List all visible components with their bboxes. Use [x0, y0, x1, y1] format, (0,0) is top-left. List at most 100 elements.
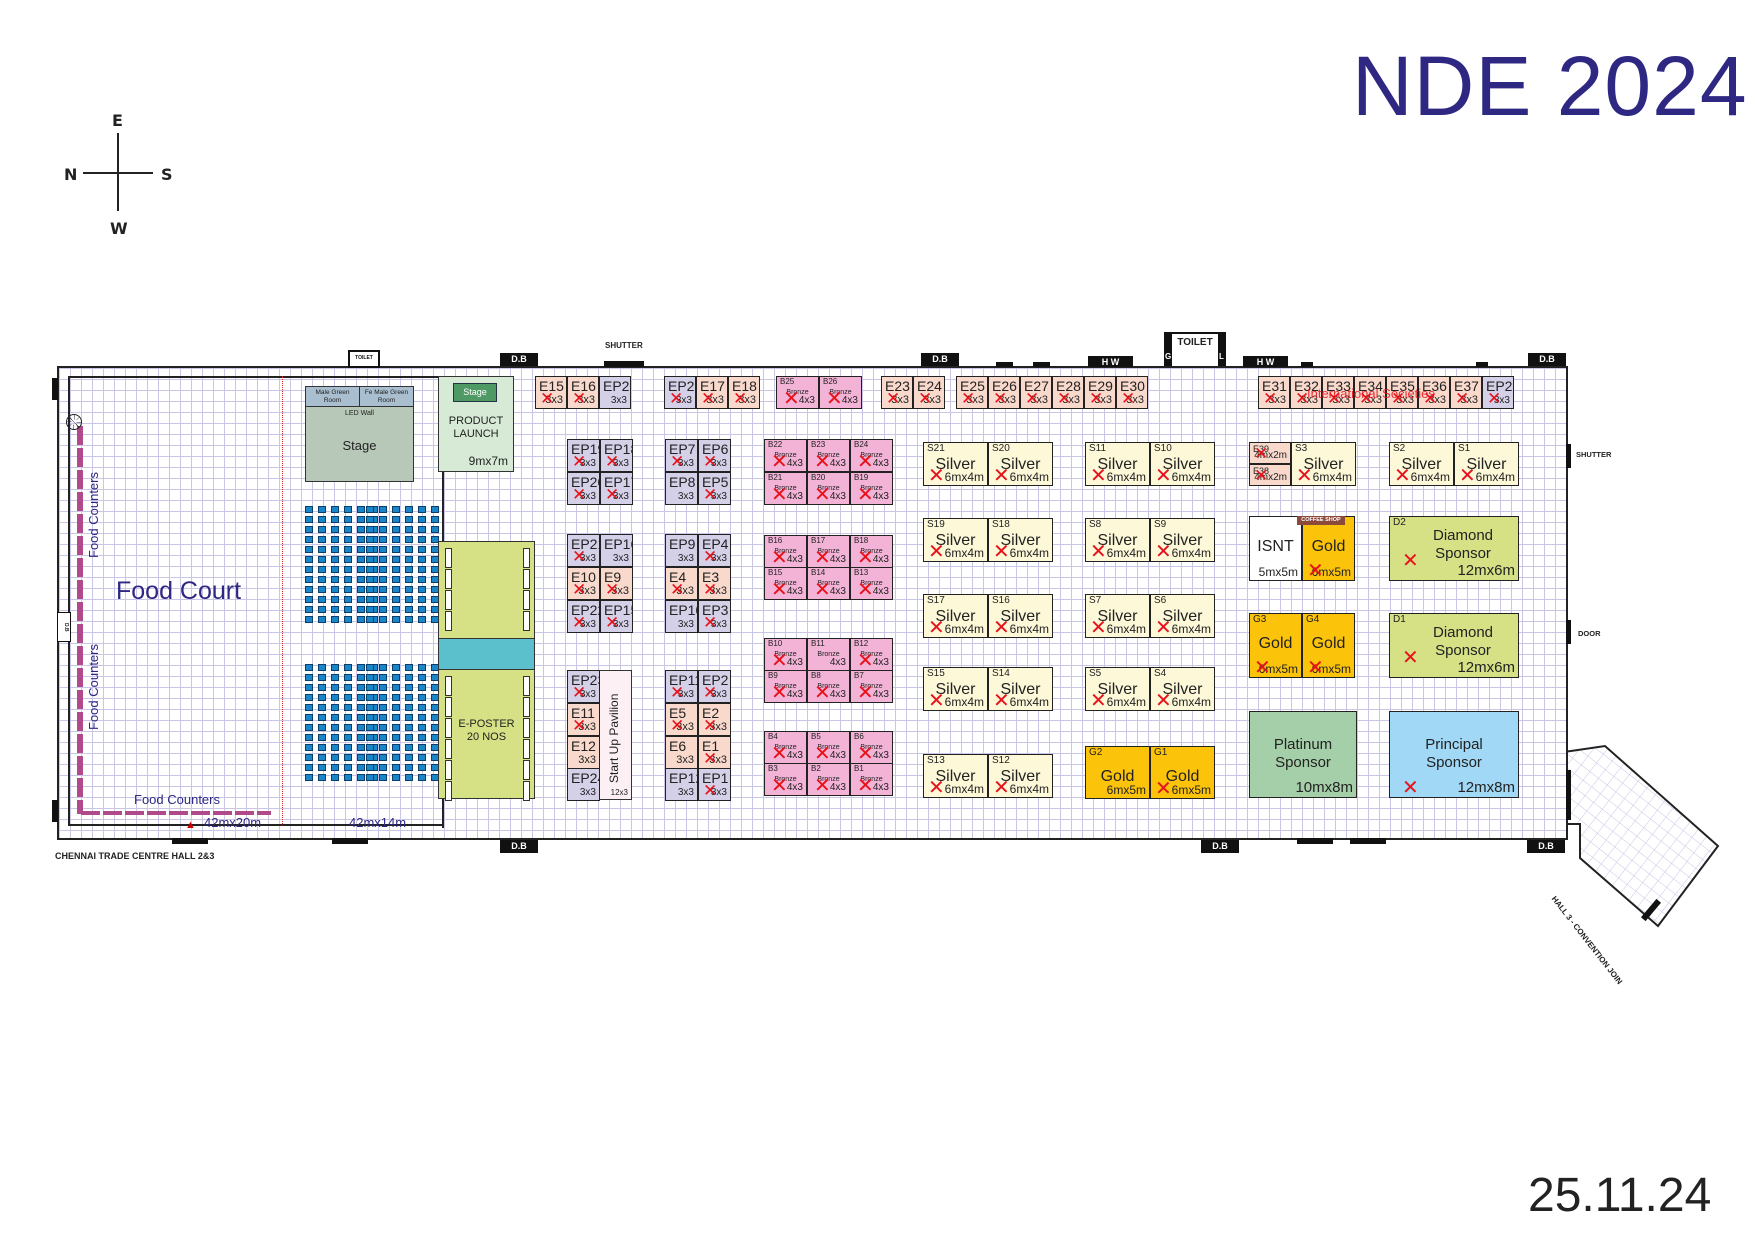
booth-ep22[interactable]: EP223x3✕ — [567, 600, 600, 633]
booth-ep24[interactable]: EP243x3 — [567, 768, 600, 801]
booth-ep16[interactable]: EP163x3 — [600, 534, 633, 567]
booth-ep27[interactable]: EP273x3✕ — [1482, 376, 1514, 409]
booth-ep17[interactable]: EP173x3✕ — [600, 472, 633, 505]
booth-ep23[interactable]: EP233x3✕ — [567, 670, 600, 703]
startup-pavilion[interactable]: Start Up Pavilion 12x3 — [599, 670, 632, 800]
booth-ep26[interactable]: EP263x3✕ — [664, 376, 696, 409]
booth-ep25[interactable]: EP253x3 — [599, 376, 631, 409]
booth-ep10[interactable]: EP103x3 — [665, 600, 698, 633]
booth-ep12[interactable]: EP123x3 — [665, 768, 698, 801]
booth-ep11[interactable]: EP113x3✕ — [665, 670, 698, 703]
booth-g6[interactable]: G6Gold6mx5m✕ — [1302, 516, 1355, 581]
booth-ep15[interactable]: EP153x3✕ — [600, 600, 633, 633]
booth-ep21[interactable]: EP213x3✕ — [567, 534, 600, 567]
booth-ep19[interactable]: EP193x3✕ — [567, 439, 600, 472]
